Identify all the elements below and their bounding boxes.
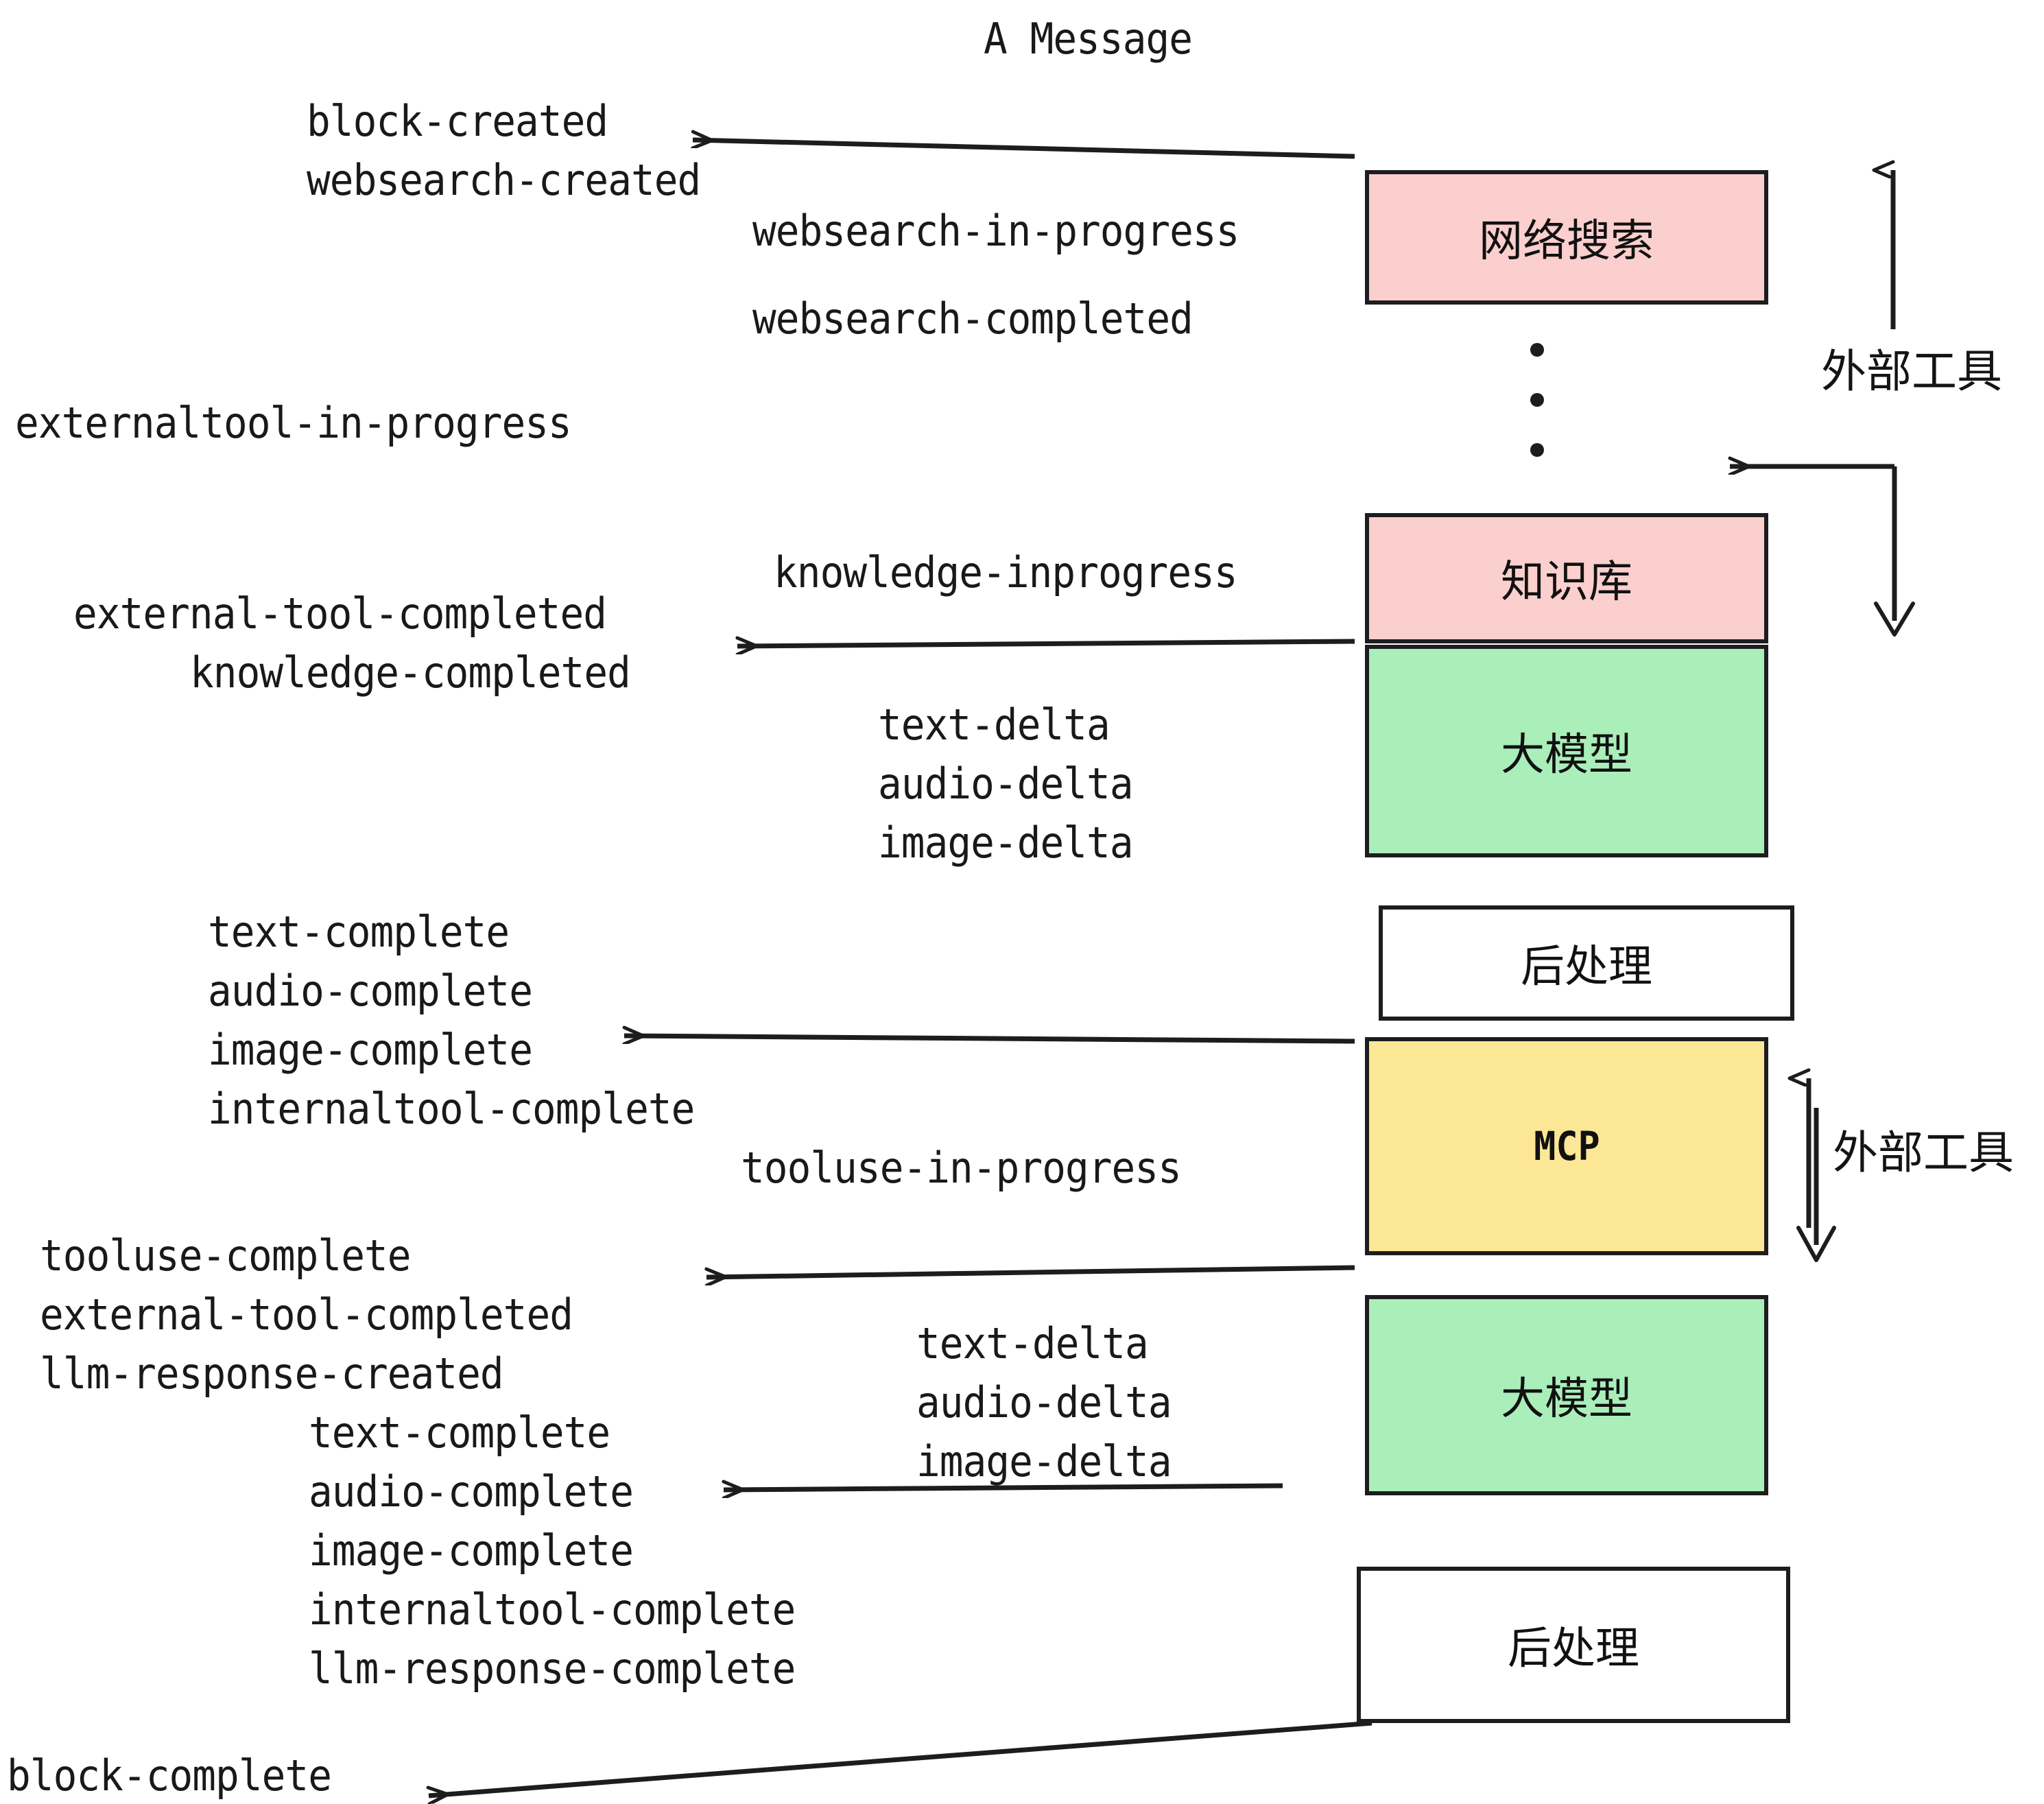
box-llm-1-label: 大模型	[1501, 730, 1632, 781]
box-llm-2-label: 大模型	[1501, 1374, 1632, 1425]
arrow-postprocess1-to-complete	[624, 1036, 1355, 1041]
box-llm-2[interactable]: 大模型	[1365, 1295, 1768, 1495]
event-audio-delta-2: audio-delta	[916, 1377, 1172, 1427]
box-postprocess-1[interactable]: 后处理	[1379, 905, 1794, 1021]
diagram-title: A Message	[984, 14, 1193, 64]
event-block-created: block-created	[307, 96, 608, 146]
event-websearch-in-progress: websearch-in-progress	[752, 206, 1239, 256]
event-text-delta-1: text-delta	[878, 700, 1110, 750]
event-text-complete-1: text-complete	[208, 907, 510, 957]
event-text-delta-2: text-delta	[916, 1318, 1149, 1368]
box-mcp[interactable]: MCP	[1365, 1037, 1768, 1255]
event-audio-delta-1: audio-delta	[878, 759, 1134, 809]
event-image-complete-1: image-complete	[208, 1025, 533, 1075]
event-websearch-created: websearch-created	[307, 155, 701, 205]
arrow-external-tool-down-bottom-head	[1796, 1226, 1836, 1262]
event-audio-complete-1: audio-complete	[208, 966, 533, 1016]
arrow-postprocess2-to-block-complete	[429, 1720, 1372, 1796]
box-postprocess-1-label: 后处理	[1521, 942, 1652, 993]
box-llm-1[interactable]: 大模型	[1365, 645, 1768, 857]
arrow-websearch-to-created	[693, 140, 1355, 159]
side-label-external-tool-top: 外部工具	[1821, 345, 2002, 398]
dot-2	[1530, 393, 1544, 407]
event-tooluse-in-progress: tooluse-in-progress	[741, 1143, 1182, 1193]
box-websearch-label: 网络搜索	[1479, 216, 1654, 267]
arrow-external-tool-down-top-head	[1874, 602, 1915, 637]
event-image-delta-1: image-delta	[878, 818, 1134, 868]
event-knowledge-completed: knowledge-completed	[190, 648, 631, 698]
event-image-complete-2: image-complete	[309, 1526, 634, 1576]
arrow-knowledge-to-completed	[737, 641, 1355, 646]
event-internaltool-complete-2: internaltool-complete	[309, 1585, 796, 1635]
event-internaltool-complete-1: internaltool-complete	[208, 1084, 695, 1134]
event-llm-response-complete: llm-response-complete	[309, 1643, 796, 1694]
event-external-tool-completed-1: external-tool-completed	[73, 589, 607, 639]
box-knowledgebase[interactable]: 知识库	[1365, 513, 1768, 643]
box-postprocess-2-label: 后处理	[1508, 1624, 1639, 1674]
dot-3	[1530, 443, 1544, 457]
box-mcp-label: MCP	[1533, 1123, 1600, 1170]
event-block-complete: block-complete	[7, 1750, 332, 1801]
box-knowledgebase-label: 知识库	[1501, 557, 1632, 608]
dot-1	[1530, 343, 1544, 357]
event-llm-response-created: llm-response-created	[40, 1349, 504, 1399]
event-knowledge-inprogress: knowledge-inprogress	[774, 547, 1238, 597]
event-tooluse-complete: tooluse-complete	[40, 1231, 411, 1281]
event-audio-complete-2: audio-complete	[309, 1467, 634, 1517]
side-label-external-tool-bottom: 外部工具	[1833, 1126, 2014, 1179]
event-external-tool-completed-2: external-tool-completed	[40, 1290, 573, 1340]
event-image-delta-2: image-delta	[916, 1436, 1172, 1486]
arrow-llm2-to-audio-complete	[724, 1486, 1283, 1490]
event-text-complete-2: text-complete	[309, 1408, 610, 1458]
event-externaltool-in-progress: externaltool-in-progress	[15, 398, 572, 448]
box-websearch[interactable]: 网络搜索	[1365, 170, 1768, 305]
event-websearch-completed: websearch-completed	[752, 294, 1193, 344]
arrow-mcp-to-tooluse-complete	[706, 1265, 1355, 1277]
ellipsis-dots	[1530, 343, 1545, 457]
box-postprocess-2[interactable]: 后处理	[1357, 1567, 1790, 1723]
